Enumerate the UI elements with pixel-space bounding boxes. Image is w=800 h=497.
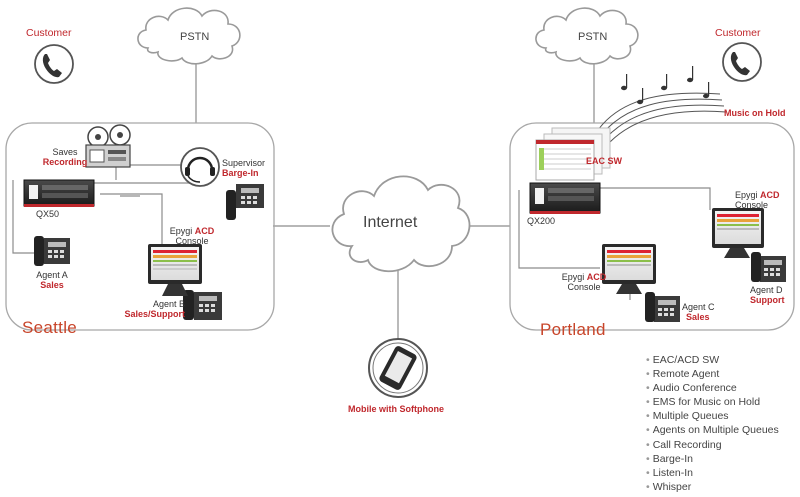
feature-item: •Whisper [646, 480, 779, 494]
internet-label: Internet [363, 214, 418, 231]
bullet-icon: • [646, 410, 650, 423]
feature-item-label: Agents on Multiple Queues [652, 424, 779, 437]
feature-item-label: Audio Conference [652, 382, 737, 395]
feature-item-label: EMS for Music on Hold [652, 396, 761, 409]
mobile-softphone-label: Mobile with Softphone [348, 404, 444, 414]
monitor-icon [148, 244, 202, 296]
portland-acd-console-c-label: Epygi ACD Console [561, 272, 607, 292]
bullet-icon: • [646, 354, 650, 366]
mobile-phone-icon [368, 338, 428, 398]
saves-recording-label: Saves Recording [42, 147, 88, 167]
agent-c-label: Agent C Sales [682, 302, 715, 322]
desk-phone-icon [226, 184, 264, 220]
eac-sw-screens [535, 127, 611, 181]
feature-item-label: Listen-In [652, 466, 693, 479]
bullet-icon: • [646, 452, 650, 465]
bullet-icon: • [646, 466, 650, 479]
portland-site-box [509, 122, 795, 331]
cloud-icon [535, 7, 639, 65]
desk-phone-icon [183, 290, 222, 320]
music-notes-icon [597, 66, 727, 143]
seattle-site-label: Seattle [22, 318, 78, 337]
feature-item-label: EAC/ACD SW [652, 354, 720, 366]
agent-b-label: Agent B Sales/Support [124, 299, 185, 319]
feature-item: •Agents on Multiple Queues [646, 423, 779, 437]
qx200-device [529, 182, 601, 214]
monitor-icon [602, 244, 656, 294]
bullet-icon: • [646, 438, 650, 451]
agent-d-label: Agent D Support [750, 285, 785, 305]
customer-left-label: Customer [26, 27, 72, 39]
bullet-icon: • [646, 368, 650, 381]
pstn-left-label: PSTN [180, 31, 210, 43]
cloud-icon [137, 7, 241, 65]
customer-right-label: Customer [715, 27, 761, 39]
phone-icon [34, 44, 74, 84]
seattle-acd-console-label: Epygi ACD Console [169, 226, 215, 246]
feature-item-label: Remote Agent [652, 368, 720, 381]
feature-item: •Call Recording [646, 438, 779, 452]
music-on-hold-label: Music on Hold [724, 108, 786, 118]
monitor-icon [712, 208, 764, 258]
feature-item-label: Whisper [652, 480, 692, 493]
seattle-site-box [5, 122, 275, 331]
bullet-icon: • [646, 424, 650, 437]
desk-phone-icon [34, 236, 70, 266]
feature-item: •Remote Agent [646, 367, 779, 381]
qx50-device [23, 179, 95, 207]
feature-item: •Audio Conference [646, 381, 779, 395]
tape-recorder-icon [85, 124, 131, 168]
feature-item: •Listen-In [646, 466, 779, 480]
cloud-icon [331, 175, 471, 273]
qx50-label: QX50 [36, 209, 60, 219]
feature-item-label: Call Recording [652, 438, 722, 451]
eac-sw-label: EAC SW [586, 156, 622, 166]
bullet-icon: • [646, 382, 650, 395]
qx200-label: QX200 [527, 216, 556, 226]
feature-item-label: Multiple Queues [652, 410, 729, 423]
portland-site-label: Portland [540, 320, 606, 339]
feature-item: •Barge-In [646, 452, 779, 466]
phone-icon [722, 42, 762, 82]
supervisor-label: Supervisor Barge-In [222, 158, 266, 178]
feature-list: •EAC/ACD SW•Remote Agent•Audio Conferenc… [646, 353, 779, 494]
feature-item: •Multiple Queues [646, 409, 779, 423]
bullet-icon: • [646, 480, 650, 493]
bullet-icon: • [646, 396, 650, 409]
desk-phone-icon [751, 252, 786, 282]
portland-acd-console-d-label: Epygi ACD Console [735, 190, 780, 210]
pstn-right-label: PSTN [578, 31, 608, 43]
headset-icon [180, 147, 220, 187]
agent-a-label: Agent A Sales [36, 270, 68, 290]
feature-item: •EMS for Music on Hold [646, 395, 779, 409]
feature-item-label: Barge-In [652, 452, 693, 465]
feature-item: •EAC/ACD SW [646, 353, 779, 367]
desk-phone-icon [645, 292, 680, 322]
